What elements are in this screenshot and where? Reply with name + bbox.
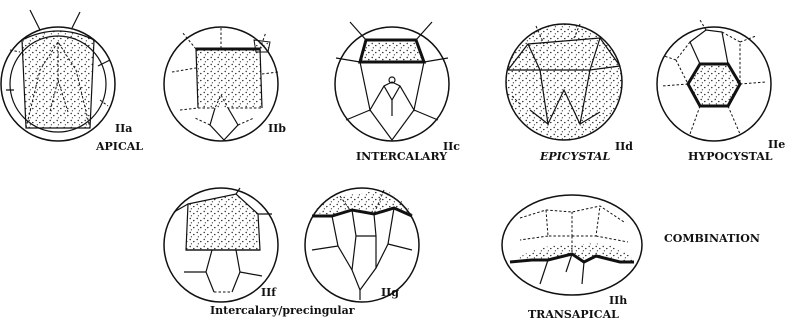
caption-combination: COMBINATION (664, 232, 760, 245)
label-iib: IIb (268, 122, 286, 135)
cyst-iid-epicystal (506, 24, 622, 140)
label-iig: IIg (381, 286, 399, 299)
cyst-iig (305, 188, 419, 302)
caption-iic: INTERCALARY (356, 150, 447, 163)
iif-plates (186, 194, 260, 250)
caption-iih: TRANSAPICAL (528, 308, 619, 321)
caption-iid: EPICYSTAL (539, 150, 610, 163)
intercalary-plate (360, 40, 424, 62)
iib-operculum (196, 49, 262, 108)
cyst-iic-intercalary (335, 22, 449, 141)
caption-iia: APICAL (95, 140, 143, 153)
label-iia: IIa (115, 122, 132, 135)
iib-small-plate (254, 40, 270, 52)
label-iif: IIf (261, 286, 277, 299)
cyst-iih-transapical (502, 195, 642, 295)
cyst-iia-apical (1, 10, 115, 141)
cyst-iif (164, 188, 278, 302)
cyst-iie-hypocystal (657, 20, 771, 141)
label-iih: IIh (609, 294, 627, 307)
caption-iie: HYPOCYSTAL (688, 150, 773, 163)
cyst-iib (164, 27, 278, 141)
label-iid: IId (615, 140, 633, 153)
caption-intercalary-precingular: Intercalary/precingular (210, 304, 355, 317)
